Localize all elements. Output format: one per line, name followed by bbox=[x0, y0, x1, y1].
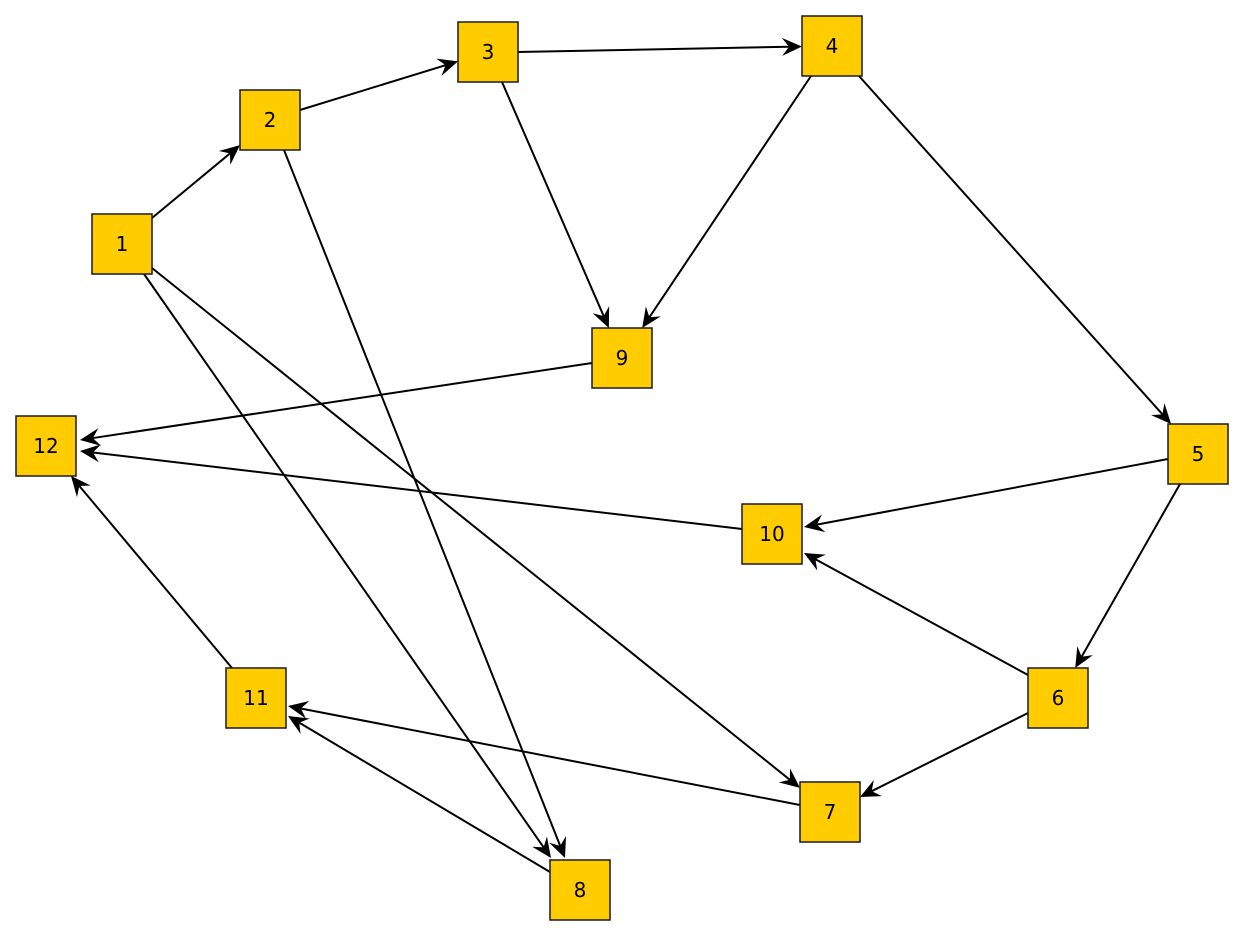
edge-11-to-12 bbox=[71, 476, 233, 669]
arrowhead-icon bbox=[288, 716, 310, 734]
edge-line bbox=[299, 64, 446, 111]
edge-line bbox=[816, 458, 1169, 526]
edge-line bbox=[648, 75, 812, 318]
edge-1-to-8 bbox=[143, 273, 551, 858]
node-9[interactable]: 9 bbox=[591, 327, 653, 389]
edge-line bbox=[92, 451, 743, 530]
edge-4-to-9 bbox=[642, 75, 812, 328]
arrowhead-icon bbox=[80, 428, 102, 446]
node-label: 11 bbox=[243, 686, 268, 710]
arrowhead-icon bbox=[804, 553, 826, 571]
arrowhead-icon bbox=[1075, 646, 1093, 668]
arrowhead-icon bbox=[860, 780, 882, 797]
edge-1-to-7 bbox=[151, 267, 800, 788]
edge-3-to-9 bbox=[501, 81, 610, 328]
node-label: 10 bbox=[759, 522, 784, 546]
node-box[interactable] bbox=[15, 415, 77, 477]
node-label: 8 bbox=[574, 878, 587, 902]
node-6[interactable]: 6 bbox=[1027, 667, 1089, 729]
node-1[interactable]: 1 bbox=[91, 213, 153, 275]
node-label: 2 bbox=[264, 108, 277, 132]
node-box[interactable] bbox=[741, 503, 803, 565]
edge-2-to-8 bbox=[283, 149, 566, 858]
edge-line bbox=[871, 712, 1029, 793]
arrowhead-icon bbox=[288, 700, 310, 719]
edge-8-to-11 bbox=[288, 716, 551, 873]
edge-1-to-2 bbox=[151, 145, 240, 219]
edge-line bbox=[1080, 483, 1181, 658]
node-label: 4 bbox=[826, 34, 839, 58]
node-box[interactable] bbox=[91, 213, 153, 275]
node-box[interactable] bbox=[457, 21, 519, 83]
arrowhead-icon bbox=[592, 306, 610, 328]
edge-line bbox=[78, 485, 233, 669]
edge-5-to-10 bbox=[804, 458, 1169, 533]
arrowhead-icon bbox=[218, 145, 240, 165]
edges-layer bbox=[71, 37, 1181, 873]
edge-line bbox=[92, 362, 593, 440]
edge-line bbox=[298, 721, 551, 873]
arrowhead-icon bbox=[781, 37, 802, 56]
edge-6-to-7 bbox=[860, 712, 1029, 797]
node-label: 3 bbox=[482, 40, 495, 64]
edge-6-to-10 bbox=[804, 553, 1029, 676]
edge-line bbox=[517, 45, 790, 53]
node-label: 12 bbox=[33, 434, 58, 458]
node-box[interactable] bbox=[591, 327, 653, 389]
arrowhead-icon bbox=[71, 476, 91, 498]
node-box[interactable] bbox=[239, 89, 301, 151]
node-label: 5 bbox=[1192, 442, 1205, 466]
edge-4-to-5 bbox=[858, 75, 1172, 424]
node-2[interactable]: 2 bbox=[239, 89, 301, 151]
node-box[interactable] bbox=[225, 667, 287, 729]
arrowhead-icon bbox=[642, 306, 661, 328]
edge-5-to-6 bbox=[1075, 483, 1181, 668]
node-8[interactable]: 8 bbox=[549, 859, 611, 921]
node-box[interactable] bbox=[1027, 667, 1089, 729]
node-label: 7 bbox=[824, 800, 837, 824]
node-4[interactable]: 4 bbox=[801, 15, 863, 77]
node-10[interactable]: 10 bbox=[741, 503, 803, 565]
arrowhead-icon bbox=[532, 836, 551, 858]
node-label: 1 bbox=[116, 232, 129, 256]
node-5[interactable]: 5 bbox=[1167, 423, 1229, 485]
node-7[interactable]: 7 bbox=[799, 781, 861, 843]
node-11[interactable]: 11 bbox=[225, 667, 287, 729]
arrowhead-icon bbox=[778, 768, 800, 788]
node-label: 9 bbox=[616, 346, 629, 370]
edge-line bbox=[151, 267, 791, 781]
arrowhead-icon bbox=[804, 514, 826, 533]
edge-10-to-12 bbox=[80, 444, 743, 530]
arrowhead-icon bbox=[549, 836, 566, 858]
node-12[interactable]: 12 bbox=[15, 415, 77, 477]
node-label: 6 bbox=[1052, 686, 1065, 710]
edge-3-to-4 bbox=[517, 37, 802, 56]
edge-line bbox=[151, 152, 231, 219]
edge-7-to-11 bbox=[288, 700, 801, 806]
arrowhead-icon bbox=[80, 444, 101, 463]
node-box[interactable] bbox=[799, 781, 861, 843]
node-box[interactable] bbox=[549, 859, 611, 921]
node-box[interactable] bbox=[801, 15, 863, 77]
edge-line bbox=[501, 81, 605, 317]
edge-9-to-12 bbox=[80, 362, 593, 446]
node-box[interactable] bbox=[1167, 423, 1229, 485]
edge-2-to-3 bbox=[299, 58, 458, 111]
edge-line bbox=[814, 558, 1029, 676]
edge-line bbox=[858, 75, 1164, 415]
node-3[interactable]: 3 bbox=[457, 21, 519, 83]
edge-line bbox=[283, 149, 562, 847]
edge-line bbox=[300, 707, 801, 806]
edge-line bbox=[143, 273, 545, 848]
arrowhead-icon bbox=[1151, 403, 1172, 424]
arrowhead-icon bbox=[436, 58, 458, 76]
